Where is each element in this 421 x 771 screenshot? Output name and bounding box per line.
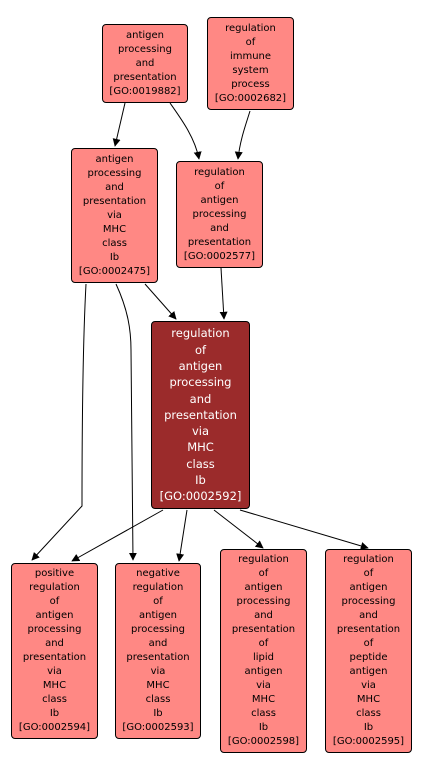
node-label: negative regulation of antigen processin… xyxy=(122,568,194,733)
node-label: regulation of antigen processing and pre… xyxy=(332,554,405,747)
node-label: regulation of antigen processing and pre… xyxy=(159,326,242,504)
edge-0002592-0002598 xyxy=(213,509,264,549)
node-label: antigen processing and presentation via … xyxy=(78,153,151,277)
edge-0002592-0002594 xyxy=(71,509,164,562)
edge-0002475-0002594 xyxy=(31,283,87,561)
node-go-0002593[interactable]: negative regulation of antigen processin… xyxy=(115,563,201,739)
edge-0002592-0002595 xyxy=(239,509,369,550)
node-go-0002595[interactable]: regulation of antigen processing and pre… xyxy=(325,549,412,753)
edge-0002577-0002592 xyxy=(219,267,228,320)
node-go-0002594[interactable]: positive regulation of antigen processin… xyxy=(11,563,98,739)
node-label: regulation of antigen processing and pre… xyxy=(227,554,300,747)
node-go-0002592[interactable]: regulation of antigen processing and pre… xyxy=(151,321,250,509)
node-go-0002598[interactable]: regulation of antigen processing and pre… xyxy=(220,549,307,753)
node-go-0002577[interactable]: regulation of antigen processing and pre… xyxy=(176,161,263,268)
edge-0019882-0002475 xyxy=(112,102,126,147)
node-label: antigen processing and presentation [GO:… xyxy=(109,29,181,97)
node-label: regulation of antigen processing and pre… xyxy=(183,166,256,262)
node-label: regulation of immune system process [GO:… xyxy=(214,22,287,104)
node-go-0002475[interactable]: antigen processing and presentation via … xyxy=(71,148,158,283)
edge-0002475-0002593 xyxy=(115,283,137,561)
node-label: positive regulation of antigen processin… xyxy=(18,568,91,733)
edge-0019882-0002577 xyxy=(169,102,202,160)
edge-0002592-0002593 xyxy=(176,509,188,562)
node-go-0019882[interactable]: antigen processing and presentation [GO:… xyxy=(102,24,188,103)
node-go-0002682[interactable]: regulation of immune system process [GO:… xyxy=(207,17,294,110)
edge-0002475-0002592 xyxy=(144,283,177,320)
edge-0002682-0002577 xyxy=(234,110,251,160)
